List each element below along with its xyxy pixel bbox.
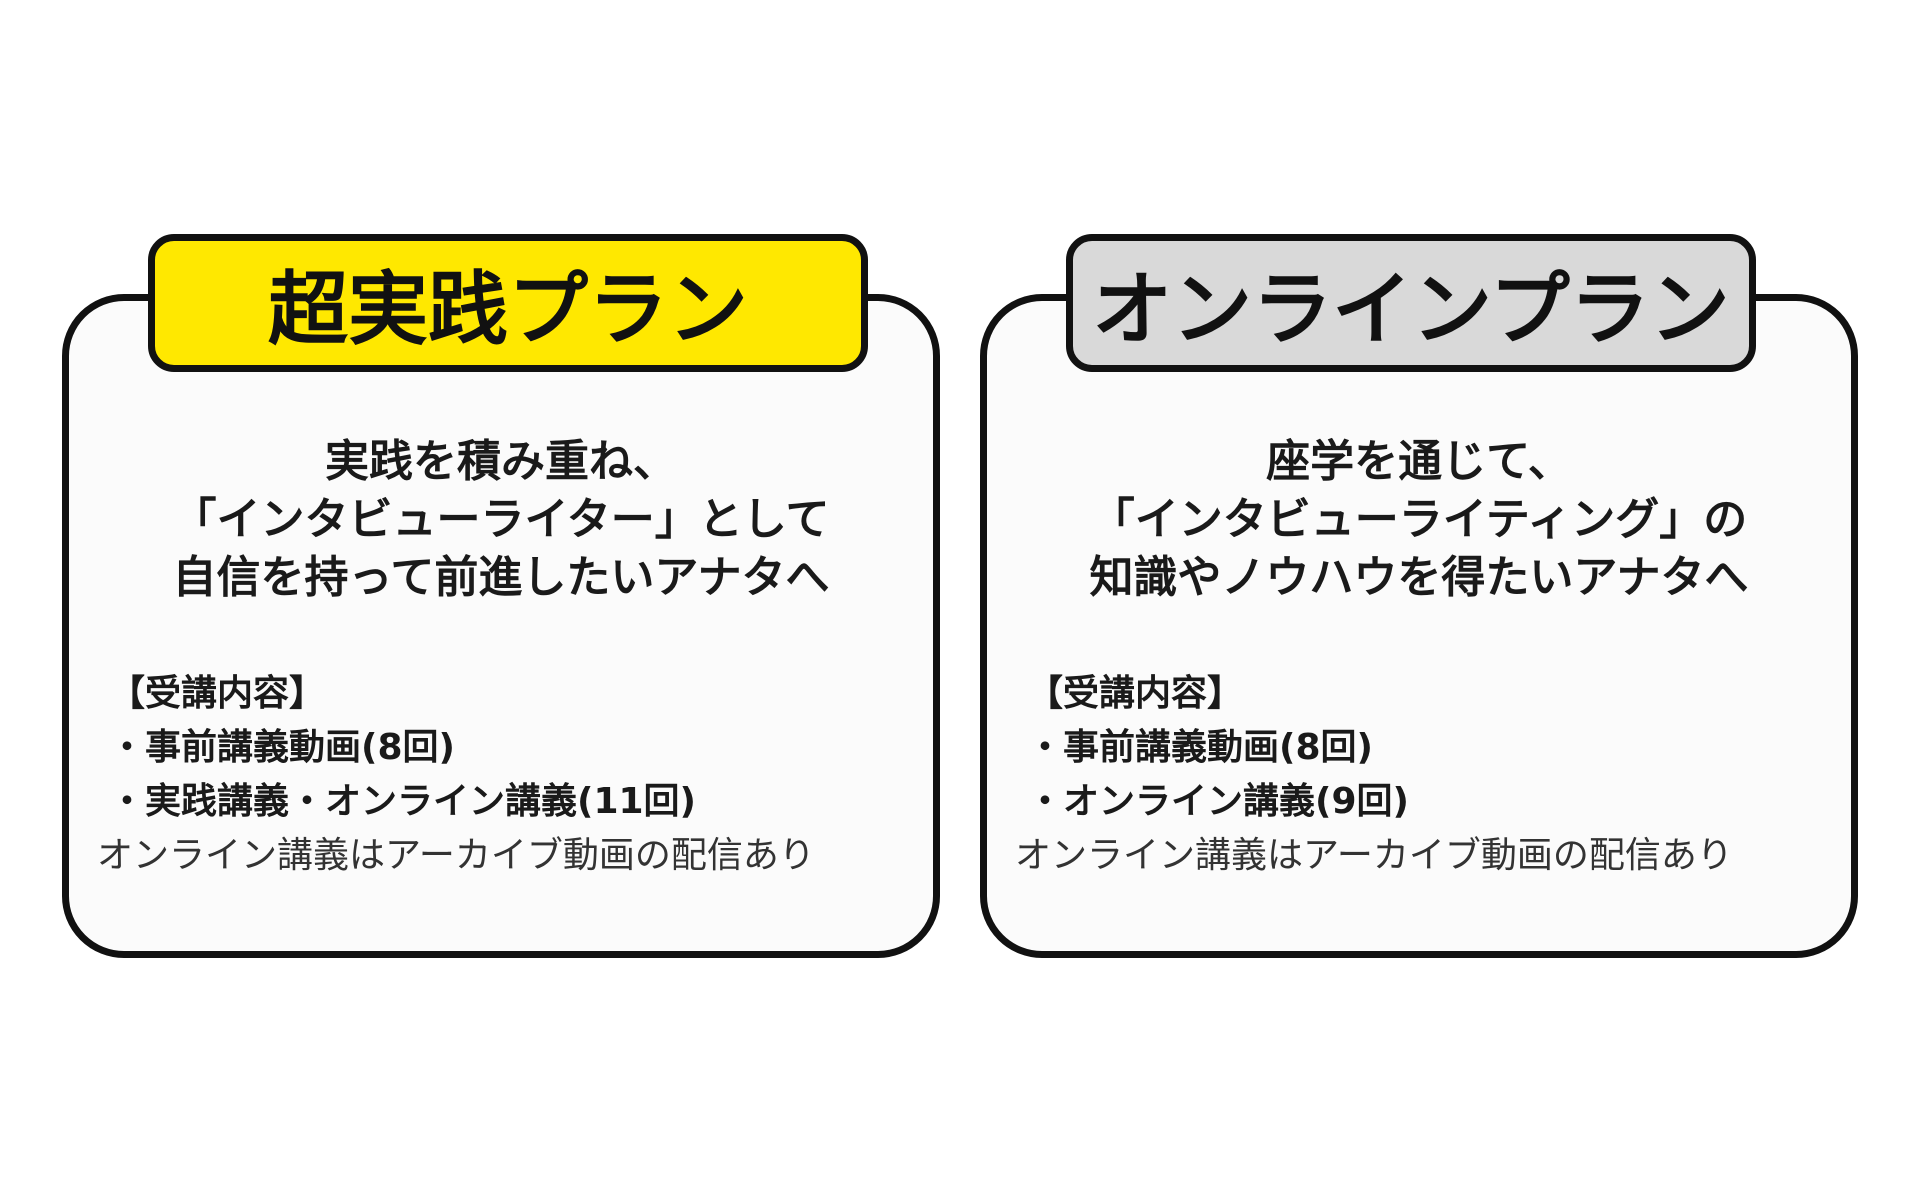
lead-line: 「インタビューライター」として	[172, 494, 830, 545]
course-content: 【受講内容】 ・事前講義動画(8回) ・オンライン講義(9回) オンライン講義は…	[1015, 667, 1821, 883]
lead-line: 自信を持って前進したいアナタへ	[172, 552, 830, 603]
lead-line: 実践を積み重ね、	[325, 436, 677, 487]
lead-line: 座学を通じて、	[1266, 436, 1572, 487]
plan-card-super-practical: 実践を積み重ね、 「インタビューライター」として 自信を持って前進したいアナタへ…	[62, 294, 940, 958]
lead-line: 知識やノウハウを得たいアナタへ	[1089, 552, 1749, 603]
plan-lead-text: 実践を積み重ね、 「インタビューライター」として 自信を持って前進したいアナタへ	[69, 433, 933, 607]
content-item: ・事前講義動画(8回)	[1027, 727, 1373, 768]
plan-title-badge: 超実践プラン	[148, 234, 868, 372]
archive-note: オンライン講義はアーカイブ動画の配信あり	[1015, 835, 1733, 876]
content-item: ・実践講義・オンライン講義(11回)	[109, 781, 697, 822]
plan-card-online: 座学を通じて、 「インタビューライティング」の 知識やノウハウを得たいアナタへ …	[980, 294, 1858, 958]
content-item: ・オンライン講義(9回)	[1027, 781, 1409, 822]
content-heading: 【受講内容】	[1027, 673, 1244, 714]
content-item: ・事前講義動画(8回)	[109, 727, 455, 768]
plan-lead-text: 座学を通じて、 「インタビューライティング」の 知識やノウハウを得たいアナタへ	[987, 433, 1851, 607]
plan-title-badge: オンラインプラン	[1066, 234, 1756, 372]
archive-note: オンライン講義はアーカイブ動画の配信あり	[97, 835, 815, 876]
course-content: 【受講内容】 ・事前講義動画(8回) ・実践講義・オンライン講義(11回) オン…	[97, 667, 903, 883]
content-heading: 【受講内容】	[109, 673, 326, 714]
lead-line: 「インタビューライティング」の	[1090, 494, 1748, 545]
